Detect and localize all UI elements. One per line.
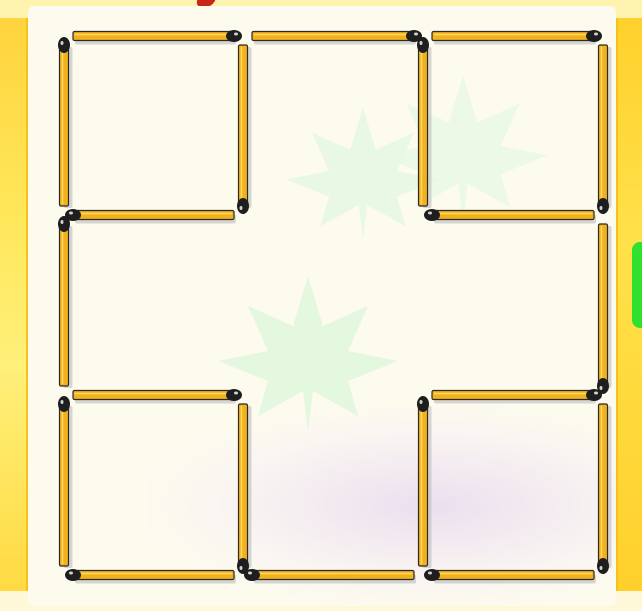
matchstick-v-c3-r0[interactable]: [597, 45, 612, 214]
matchstick-v-c0-r2[interactable]: [58, 396, 73, 568]
match-head-icon: [424, 209, 440, 221]
matchstick-v-c1-r2[interactable]: [237, 404, 252, 574]
match-head-icon: [226, 30, 242, 42]
matchstick-v-c2-r2[interactable]: [417, 396, 432, 568]
match-head-icon: [237, 558, 249, 574]
match-head-icon: [226, 389, 242, 401]
matchstick-h-r3-c1[interactable]: [244, 569, 416, 584]
match-head-icon: [424, 569, 440, 581]
matchstick-h-r1-c0[interactable]: [65, 209, 236, 224]
matchstick-v-c0-r1[interactable]: [58, 216, 73, 388]
match-head-icon: [417, 37, 429, 53]
matchstick-h-r3-c2[interactable]: [424, 569, 596, 584]
matchstick-v-c3-r2[interactable]: [597, 404, 612, 574]
match-head-icon: [65, 569, 81, 581]
match-head-icon: [417, 396, 429, 412]
match-head-icon: [58, 396, 70, 412]
matchstick-v-c2-r0[interactable]: [417, 37, 432, 208]
match-head-icon: [58, 216, 70, 232]
matchstick-h-r2-c0[interactable]: [73, 389, 242, 404]
match-head-icon: [597, 378, 609, 394]
matchstick-h-r0-c2[interactable]: [432, 30, 602, 45]
matchstick-h-r2-c2[interactable]: [432, 389, 602, 404]
match-head-icon: [586, 30, 602, 42]
match-head-icon: [58, 37, 70, 53]
matchstick-h-r3-c0[interactable]: [65, 569, 236, 584]
matchstick-v-c3-r1[interactable]: [597, 224, 612, 394]
matchstick-v-c1-r0[interactable]: [237, 45, 252, 214]
match-head-icon: [597, 198, 609, 214]
match-head-icon: [597, 558, 609, 574]
matchstick-h-r0-c1[interactable]: [252, 30, 422, 45]
matchstick-h-r0-c0[interactable]: [73, 30, 242, 45]
matchstick-h-r1-c2[interactable]: [424, 209, 596, 224]
match-head-icon: [237, 198, 249, 214]
matchstick-v-c0-r0[interactable]: [58, 37, 73, 208]
